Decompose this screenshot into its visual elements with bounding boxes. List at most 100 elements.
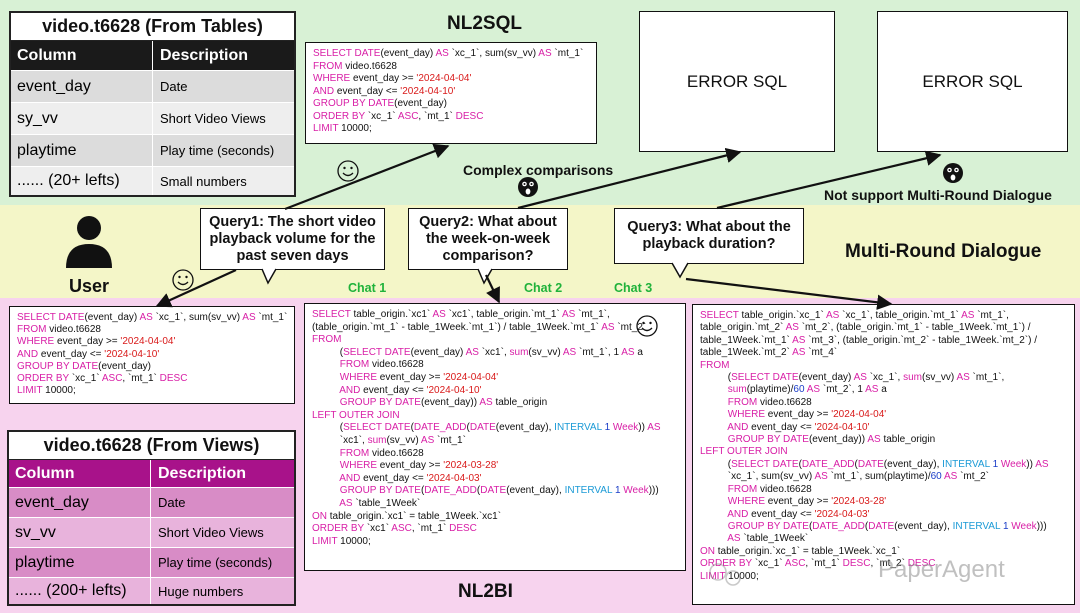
sql-line: ON table_origin.`xc_1` = table_1Week.`xc…: [700, 545, 901, 557]
sql-line: ORDER BY `xc1` ASC, `mt_1` DESC: [312, 523, 477, 535]
sql-line: table_1Week.`mt_2` AS `mt_4`: [700, 347, 838, 359]
sql-line: FROM: [700, 359, 730, 371]
nl2sql-query-box: SELECT DATE(event_day) AS `xc_1`, sum(sv…: [305, 42, 597, 144]
error-sql-box-2: ERROR SQL: [877, 11, 1068, 152]
sql-line: GROUP BY DATE(event_day)) AS table_origi…: [339, 397, 548, 409]
table-row: sy_vv Short Video Views: [11, 103, 294, 135]
sql-line: WHERE event_day >= '2024-03-28': [339, 460, 499, 472]
column-cell: ...... (20+ lefts): [11, 167, 153, 195]
sql-line: `xc1`, sum(sv_vv) AS `mt_1`: [312, 434, 466, 446]
sql-line: LIMIT 10000;: [17, 385, 76, 397]
sql-line: WHERE event_day >= '2024-04-04': [339, 371, 499, 383]
table-row: event_day Date: [11, 71, 294, 103]
sql-line: AS `table_1Week`: [339, 497, 421, 509]
sql-line: AND event_day <= '2024-04-10': [727, 421, 870, 433]
description-cell: Play time (seconds): [160, 143, 275, 158]
description-cell: Short Video Views: [158, 525, 264, 540]
sql-line: AND event_day <= '2024-04-10': [17, 348, 160, 360]
sql-line: FROM: [312, 334, 342, 346]
table-row: event_day Date: [9, 488, 294, 518]
description-cell: Date: [158, 495, 186, 510]
sql-line: LIMIT 10000;: [312, 535, 371, 547]
chat2-label: Chat 2: [524, 281, 563, 295]
column-cell: playtime: [11, 135, 153, 166]
sql-line: GROUP BY DATE(DATE_ADD(DATE(event_day), …: [339, 485, 662, 497]
sql-line: SELECT table_origin.`xc_1` AS `xc_1`, ta…: [700, 310, 1009, 321]
sql-line: (table_origin.`mt_1` - table_1Week.`mt_1…: [312, 321, 647, 333]
chat3-label: Chat 3: [614, 281, 653, 295]
views-schema-table: video.t6628 (From Views) Column Descript…: [7, 430, 296, 606]
table-header-row: Column Description: [9, 460, 294, 488]
sql-line: AS `table_1Week`: [727, 533, 809, 545]
table-row: ...... (200+ lefts) Huge numbers: [9, 578, 294, 604]
nl2sql-title: NL2SQL: [447, 13, 522, 34]
sql-line: GROUP BY DATE(event_day): [17, 360, 151, 372]
no-multi-round-label: Not support Multi-Round Dialogue: [824, 187, 1052, 203]
table-header-row: Column Description: [11, 41, 294, 71]
dialogue-title: Multi-Round Dialogue: [845, 241, 1042, 262]
column-cell: event_day: [9, 488, 151, 517]
sql-line: LIMIT 10000;: [313, 123, 372, 134]
sql-line: WHERE event_day >= '2024-03-28': [727, 496, 887, 508]
column-cell: sy_vv: [11, 103, 153, 134]
views-schema-title: video.t6628 (From Views): [9, 432, 294, 460]
sql-line: AND event_day <= '2024-04-03': [339, 472, 482, 484]
sql-line: WHERE event_day >= '2024-04-04': [313, 73, 472, 84]
watermark: PaperAgent: [878, 556, 1005, 583]
sql-line: (SELECT DATE(event_day) AS `xc1`, sum(sv…: [312, 346, 643, 358]
sql-line: GROUP BY DATE(DATE_ADD(DATE(event_day), …: [727, 520, 1047, 532]
sql-line: LIMIT 10000;: [700, 570, 759, 582]
chat1-label: Chat 1: [348, 281, 387, 295]
sql-line: ON table_origin.`xc1` = table_1Week.`xc1…: [312, 510, 502, 522]
sql-line: ORDER BY `xc_1` ASC, `mt_1` DESC: [17, 373, 188, 385]
sql-line: WHERE event_day >= '2024-04-04': [727, 409, 887, 421]
sql-line: (SELECT DATE(DATE_ADD(DATE(event_day), I…: [700, 458, 1049, 470]
column-cell: event_day: [11, 71, 153, 102]
sql-line: FROM video.t6628: [339, 447, 424, 459]
column-cell: sv_vv: [9, 518, 151, 547]
sql-line: (SELECT DATE(DATE_ADD(DATE(event_day), I…: [312, 422, 661, 434]
description-header: Description: [160, 46, 249, 64]
sql-line: WHERE event_day >= '2024-04-04': [17, 336, 176, 348]
tables-schema-title: video.t6628 (From Tables): [11, 13, 294, 41]
sql-line: table_1Week.`mt_1` AS `mt_3`, (table_ori…: [700, 334, 1037, 346]
sql-line: SELECT DATE(event_day) AS `xc_1`, sum(sv…: [17, 312, 288, 323]
description-cell: Play time (seconds): [158, 555, 273, 570]
sql-line: `xc_1`, sum(sv_vv) AS `mt_1`, sum(playti…: [700, 471, 989, 483]
complex-comparisons-label: Complex comparisons: [463, 162, 614, 178]
description-cell: Small numbers: [160, 173, 247, 189]
table-row: playtime Play time (seconds): [9, 548, 294, 578]
tables-schema-table: video.t6628 (From Tables) Column Descrip…: [9, 11, 296, 197]
sql-line: AND event_day <= '2024-04-03': [727, 508, 870, 520]
query2-bubble: Query2: What about the week-on-week comp…: [408, 208, 568, 270]
query3-bubble: Query3: What about the playback duration…: [614, 208, 804, 264]
sql-line: FROM video.t6628: [17, 324, 101, 336]
column-header: Column: [9, 460, 151, 487]
column-header: Column: [11, 41, 153, 70]
sql-line: ORDER BY `xc_1` ASC, `mt_1` DESC: [313, 110, 484, 122]
table-row: ...... (20+ lefts) Small numbers: [11, 167, 294, 195]
sql-line: SELECT DATE(event_day) AS `xc_1`, sum(sv…: [313, 48, 584, 59]
nl2bi-chat3-sql-box: SELECT table_origin.`xc_1` AS `xc_1`, ta…: [692, 304, 1075, 605]
column-cell: playtime: [9, 548, 151, 577]
sql-line: GROUP BY DATE(event_day): [313, 98, 447, 109]
user-label: User: [69, 276, 110, 296]
column-cell: ...... (200+ lefts): [9, 578, 151, 604]
sql-line: FROM video.t6628: [313, 60, 397, 72]
sql-line: AND event_day <= '2024-04-10': [313, 85, 456, 97]
nl2bi-title: NL2BI: [458, 581, 513, 602]
table-row: playtime Play time (seconds): [11, 135, 294, 167]
description-header: Description: [158, 464, 247, 482]
sql-line: ORDER BY `xc_1` ASC, `mt_1` DESC, `mt_2`…: [700, 558, 936, 570]
nl2bi-chat2-sql-box: SELECT table_origin.`xc1` AS `xc1`, tabl…: [304, 303, 686, 571]
table-row: sv_vv Short Video Views: [9, 518, 294, 548]
nl2bi-chat1-sql-box: SELECT DATE(event_day) AS `xc_1`, sum(sv…: [9, 306, 295, 404]
sql-line: SELECT table_origin.`xc1` AS `xc1`, tabl…: [312, 309, 610, 320]
sql-line: GROUP BY DATE(event_day)) AS table_origi…: [727, 434, 936, 446]
description-cell: Short Video Views: [160, 111, 266, 126]
error-sql-box-1: ERROR SQL: [639, 11, 835, 152]
sql-line: FROM video.t6628: [339, 359, 424, 371]
query1-bubble: Query1: The short video playback volume …: [200, 208, 385, 270]
description-cell: Huge numbers: [158, 583, 244, 599]
sql-line: (SELECT DATE(event_day) AS `xc_1`, sum(s…: [700, 372, 1005, 384]
